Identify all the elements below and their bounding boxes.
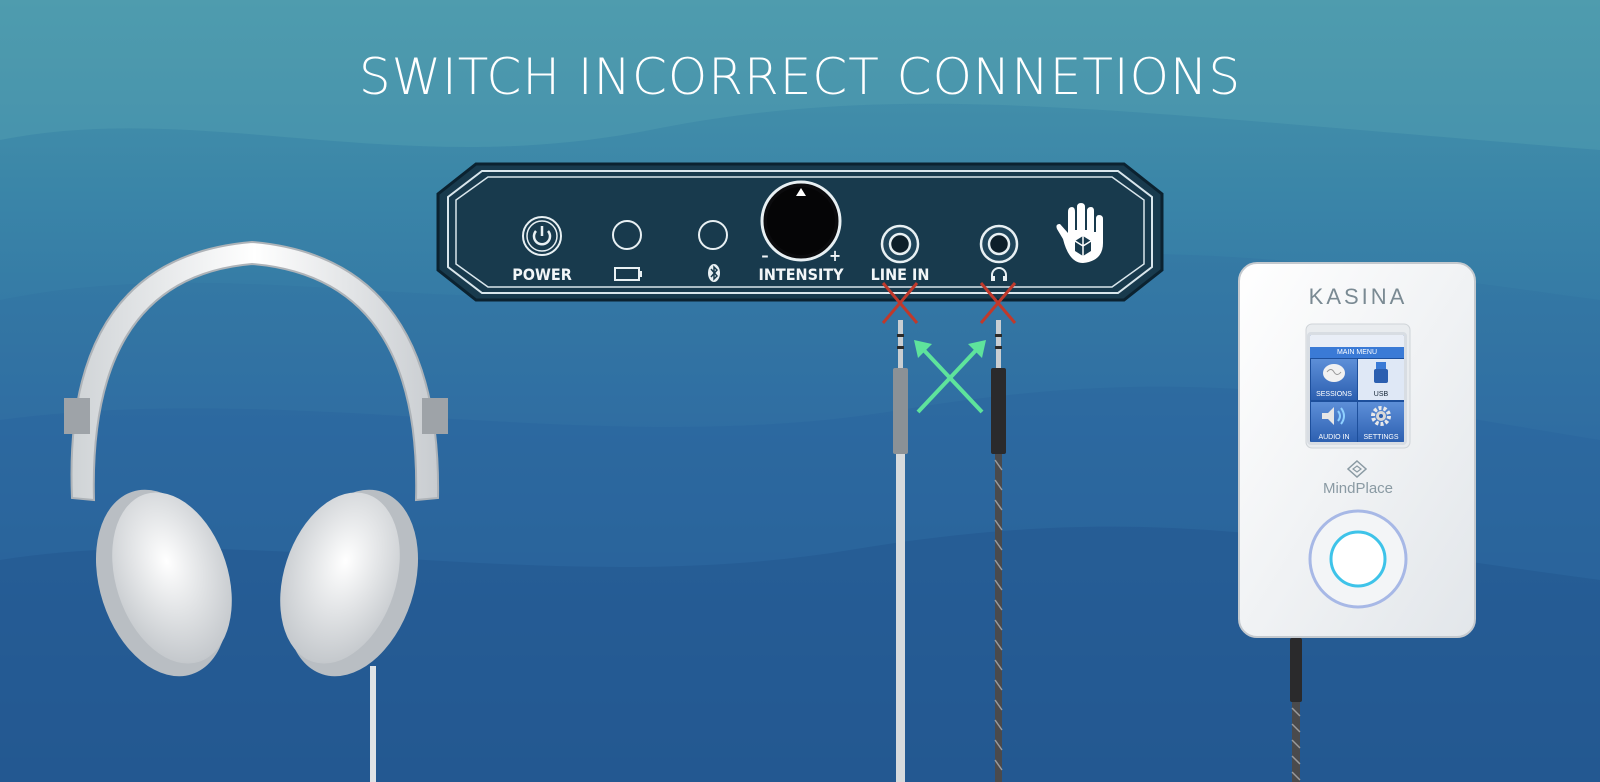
speaker-icon bbox=[1322, 407, 1345, 425]
menu-item-audio-in[interactable]: AUDIO IN bbox=[1311, 402, 1357, 442]
brain-icon bbox=[1323, 364, 1345, 382]
swap-arrows-icon bbox=[914, 340, 986, 414]
headphones-image bbox=[64, 240, 448, 782]
page-title: SWITCH INCORRECT CONNETIONS bbox=[358, 48, 1242, 106]
mindplace-logo-icon bbox=[1347, 460, 1367, 478]
wrong-connection-mark-headphone bbox=[979, 282, 1017, 324]
intensity-minus: – bbox=[761, 246, 769, 265]
intensity-knob[interactable] bbox=[760, 180, 842, 262]
bluetooth-icon bbox=[708, 264, 720, 282]
wrong-connection-mark-line-in bbox=[881, 282, 919, 324]
menu-item-label: SESSIONS bbox=[1316, 391, 1352, 398]
menu-item-settings[interactable]: SETTINGS bbox=[1358, 402, 1404, 442]
device-cable bbox=[1290, 638, 1302, 782]
power-label: POWER bbox=[512, 265, 572, 284]
device-maker: MindPlace bbox=[1322, 480, 1394, 497]
battery-led bbox=[612, 220, 642, 250]
device-brand: KASINA bbox=[1308, 284, 1408, 309]
gear-icon bbox=[1371, 406, 1391, 426]
menu-item-label: AUDIO IN bbox=[1318, 434, 1350, 441]
screen-status-bar bbox=[1310, 335, 1404, 347]
menu-item-label: SETTINGS bbox=[1363, 434, 1399, 441]
menu-item-sessions[interactable]: SESSIONS bbox=[1311, 359, 1357, 400]
headphone-icon bbox=[991, 267, 1007, 281]
intensity-label: INTENSITY bbox=[758, 265, 844, 284]
line-in-label: LINE IN bbox=[870, 265, 930, 284]
usb-icon bbox=[1374, 362, 1388, 383]
hand-logo-icon bbox=[1056, 203, 1103, 263]
screen-menu-header: MAIN MENU bbox=[1310, 347, 1404, 358]
power-button[interactable] bbox=[521, 215, 563, 257]
intensity-plus: + bbox=[828, 246, 842, 265]
menu-item-usb[interactable]: USB bbox=[1358, 359, 1404, 400]
device-screen: MAIN MENU SESSIONS USB AUDIO IN SETTINGS bbox=[1307, 332, 1407, 445]
black-audio-cable[interactable] bbox=[988, 320, 1010, 782]
menu-item-label: USB bbox=[1373, 391, 1389, 398]
bluetooth-led bbox=[698, 220, 728, 250]
gray-audio-cable[interactable] bbox=[890, 320, 912, 782]
device-select-button[interactable] bbox=[1307, 508, 1409, 610]
battery-icon bbox=[614, 267, 642, 281]
headphone-jack[interactable] bbox=[979, 224, 1019, 264]
line-in-jack[interactable] bbox=[880, 224, 920, 264]
